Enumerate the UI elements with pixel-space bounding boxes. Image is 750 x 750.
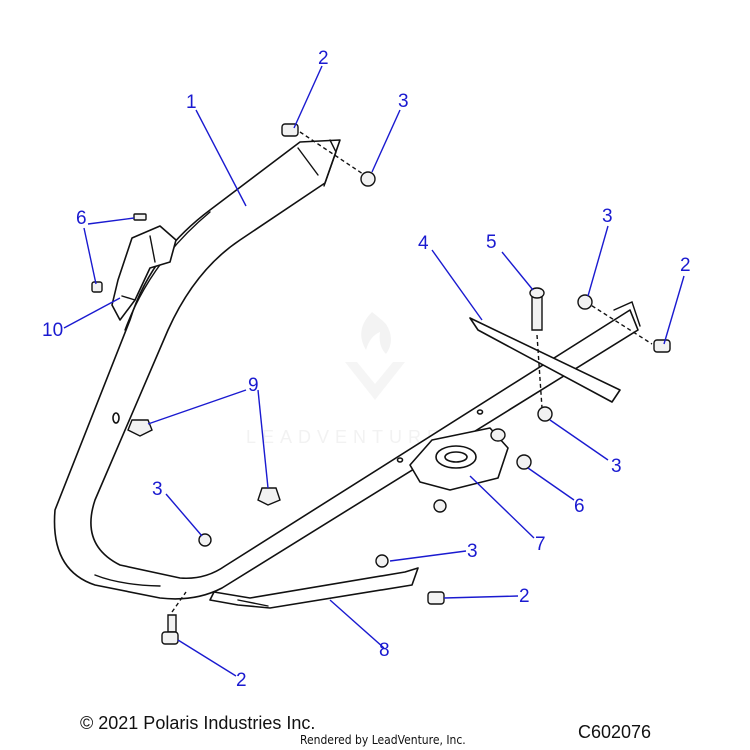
callout-6-right: 6 bbox=[574, 496, 585, 517]
mount-bracket bbox=[91, 213, 177, 321]
strap bbox=[469, 317, 621, 403]
callout-3-mid: 3 bbox=[611, 456, 622, 477]
callout-5: 5 bbox=[486, 232, 497, 253]
callout-4: 4 bbox=[418, 233, 429, 254]
diagram-code: C602076 bbox=[578, 722, 652, 742]
callout-10: 10 bbox=[42, 320, 63, 341]
clip-9-upper bbox=[127, 419, 153, 437]
bolt-2-top-axis bbox=[299, 131, 367, 177]
bolt-2-lower bbox=[427, 591, 445, 605]
clip-9-lower bbox=[257, 487, 281, 506]
nut-3-upper-right bbox=[577, 294, 593, 310]
callout-3-upper-right: 3 bbox=[602, 206, 613, 227]
callout-7: 7 bbox=[535, 534, 546, 555]
callout-9: 9 bbox=[248, 375, 259, 396]
callout-2-right: 2 bbox=[680, 255, 691, 276]
nut-3-left bbox=[198, 533, 212, 547]
callout-2-bottom: 2 bbox=[236, 670, 247, 691]
leader-lines bbox=[63, 65, 685, 677]
callout-3-lower: 3 bbox=[467, 541, 478, 562]
rendered-by-text: Rendered by LeadVenture, Inc. bbox=[300, 733, 466, 747]
nut-3-top bbox=[360, 171, 376, 187]
callout-2-lower: 2 bbox=[519, 586, 530, 607]
hitch-plate bbox=[409, 427, 509, 513]
callout-3-top: 3 bbox=[398, 91, 409, 112]
bolt-2-right bbox=[653, 339, 671, 353]
callout-1: 1 bbox=[186, 92, 197, 113]
callout-3-left: 3 bbox=[152, 479, 163, 500]
callouts: 1 2 3 2 3 3 2 3 4 5 6 6 7 8 9 10 3 2 bbox=[42, 48, 691, 691]
callout-6-left: 6 bbox=[76, 208, 87, 229]
washer-6 bbox=[516, 454, 532, 470]
watermark-logo: LEADVENTURE bbox=[246, 312, 445, 447]
bolt-2-bottom bbox=[161, 614, 179, 645]
lower-bar bbox=[209, 567, 419, 609]
bolt-axis bbox=[536, 334, 543, 409]
copyright-text: © 2021 Polaris Industries Inc. bbox=[80, 713, 316, 733]
bolt-2-right-axis bbox=[585, 301, 653, 345]
watermark-text: LEADVENTURE bbox=[246, 427, 445, 447]
callout-8: 8 bbox=[379, 640, 390, 661]
callout-2-top: 2 bbox=[318, 48, 329, 69]
nut-3-lower bbox=[375, 554, 389, 568]
nut-3-mid bbox=[537, 406, 553, 422]
tube-frame bbox=[53, 139, 641, 600]
long-bolt bbox=[529, 287, 545, 331]
